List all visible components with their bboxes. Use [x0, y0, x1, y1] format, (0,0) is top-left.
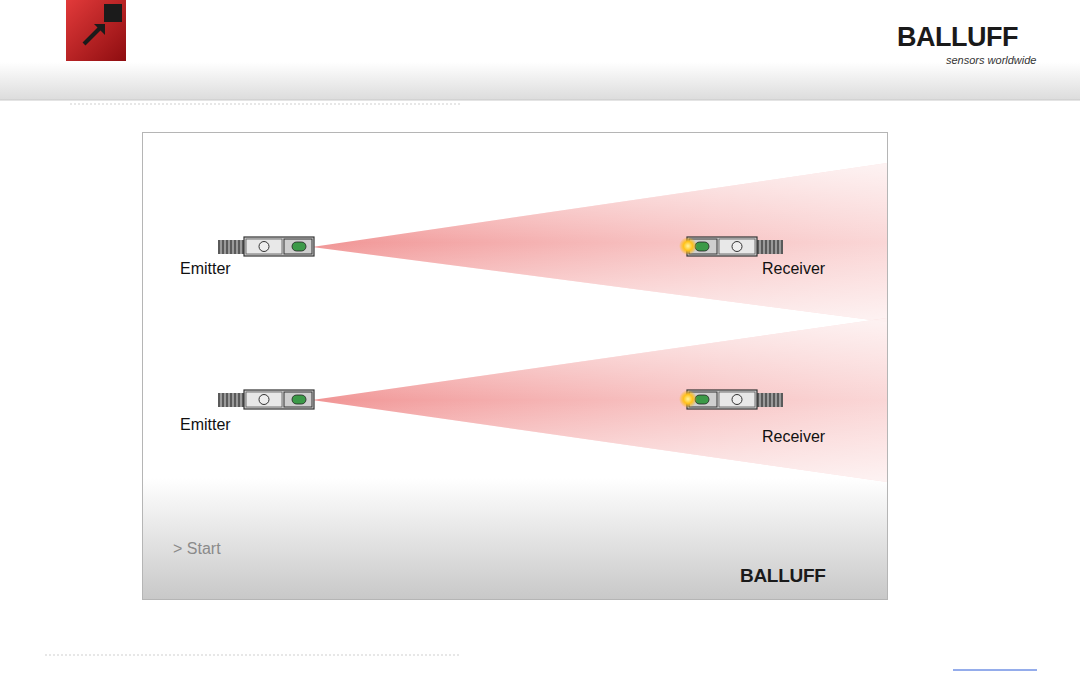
- emitter-label: Emitter: [180, 417, 231, 433]
- start-button: > Start: [173, 541, 221, 557]
- receiver-label: Receiver: [762, 261, 825, 277]
- emitter-label: Emitter: [180, 261, 231, 277]
- brand-tagline: sensors worldwide: [946, 55, 1036, 66]
- brand-logo: BALLUFF: [740, 566, 826, 585]
- brand-logo: BALLUFF: [897, 24, 1018, 51]
- receiver-label: Receiver: [762, 429, 825, 445]
